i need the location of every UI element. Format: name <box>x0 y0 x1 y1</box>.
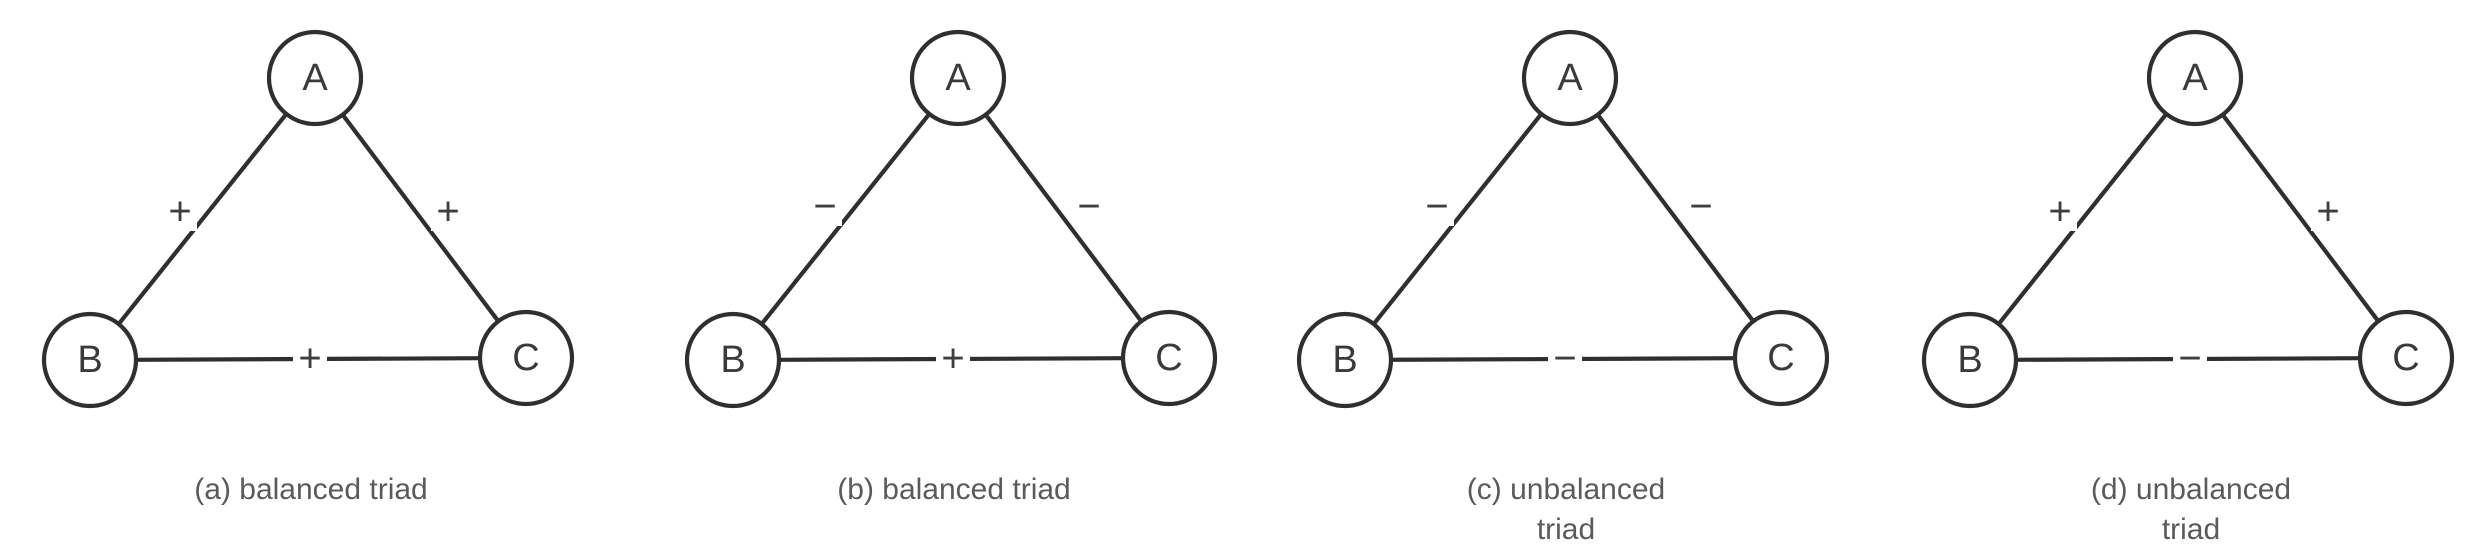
edge-line <box>1996 111 2169 327</box>
edge-sign-backdrop <box>1420 190 1454 226</box>
edge-sign-label: + <box>436 190 459 234</box>
edge-sign-backdrop <box>431 195 465 231</box>
triad-panel-b: − − + A B C (b) balanced triad <box>643 0 1265 560</box>
node-circle[interactable] <box>266 29 364 127</box>
node-b[interactable]: B <box>1296 311 1394 409</box>
node-label: C <box>1155 337 1182 379</box>
node-label: B <box>720 339 745 381</box>
node-label: A <box>2182 57 2208 99</box>
triad-panel-c: − − − A B C (c) unbalanced triad <box>1255 0 1877 560</box>
triad-graph-b: − − + A B C <box>684 29 1218 409</box>
edge-b-c: + <box>777 337 1125 381</box>
edge-sign-backdrop <box>2173 342 2207 378</box>
node-circle[interactable] <box>1732 309 1830 407</box>
triad-panel-d: + + − A B C (d) unbalanced triad <box>1880 0 2488 560</box>
triad-panel-a: + + + A B C (a) balanced triad <box>0 0 622 560</box>
edge-sign-label: − <box>1553 337 1576 381</box>
panel-caption-b: (b) balanced triad <box>837 473 1071 506</box>
edge-sign-backdrop <box>808 190 842 226</box>
node-circle[interactable] <box>684 311 782 409</box>
edge-sign-label: + <box>2048 190 2071 234</box>
node-circle[interactable] <box>477 309 575 407</box>
node-label: A <box>945 57 971 99</box>
node-label: A <box>1557 57 1583 99</box>
node-b[interactable]: B <box>41 311 139 409</box>
edge-a-b: − <box>1371 111 1544 327</box>
edge-sign-label: + <box>168 190 191 234</box>
edge-sign-backdrop <box>2311 195 2345 231</box>
node-label: C <box>1767 337 1794 379</box>
panel-caption-c: (c) unbalanced triad <box>1466 473 1666 546</box>
panel-caption-d: (d) unbalanced triad <box>2090 473 2292 546</box>
edge-a-c: − <box>1595 112 1756 324</box>
panel-caption-a: (a) balanced triad <box>194 473 428 506</box>
edge-sign-backdrop <box>1072 190 1106 226</box>
triad-graph-a: + + + A B C <box>41 29 575 409</box>
edge-line <box>116 111 289 327</box>
edge-sign-label: − <box>1689 185 1712 229</box>
edge-b-c: + <box>134 337 482 381</box>
edge-a-c: + <box>340 112 501 324</box>
edge-sign-backdrop <box>1684 190 1718 226</box>
edge-line <box>2220 112 2381 324</box>
edge-sign-backdrop <box>2043 195 2077 231</box>
edge-a-c: − <box>983 112 1144 324</box>
edge-sign-label: + <box>941 337 964 381</box>
triad-graph-c: − − − A B C <box>1296 29 1830 409</box>
edge-sign-label: − <box>1077 185 1100 229</box>
edge-line <box>1371 111 1544 327</box>
edge-sign-label: − <box>1425 185 1448 229</box>
node-b[interactable]: B <box>684 311 782 409</box>
node-a[interactable]: A <box>266 29 364 127</box>
edge-a-c: + <box>2220 112 2381 324</box>
edge-b-c: − <box>1389 337 1737 381</box>
edge-a-b: + <box>1996 111 2169 327</box>
edge-sign-label: + <box>2316 190 2339 234</box>
node-circle[interactable] <box>1120 309 1218 407</box>
edge-line <box>759 111 932 327</box>
edge-sign-backdrop <box>163 195 197 231</box>
edge-sign-backdrop <box>936 342 970 378</box>
node-label: B <box>77 339 102 381</box>
node-a[interactable]: A <box>909 29 1007 127</box>
node-circle[interactable] <box>1521 29 1619 127</box>
node-a[interactable]: A <box>2146 29 2244 127</box>
node-a[interactable]: A <box>1521 29 1619 127</box>
edge-sign-label: − <box>2178 337 2201 381</box>
node-circle[interactable] <box>1296 311 1394 409</box>
node-label: B <box>1957 339 1982 381</box>
edge-sign-label: + <box>298 337 321 381</box>
edge-sign-backdrop <box>1548 342 1582 378</box>
node-b[interactable]: B <box>1921 311 2019 409</box>
edge-sign-label: − <box>813 185 836 229</box>
node-circle[interactable] <box>909 29 1007 127</box>
node-c[interactable]: C <box>477 309 575 407</box>
edge-line <box>340 112 501 324</box>
node-label: B <box>1332 339 1357 381</box>
edge-a-b: + <box>116 111 289 327</box>
node-label: C <box>2392 337 2419 379</box>
node-circle[interactable] <box>2146 29 2244 127</box>
node-label: C <box>512 337 539 379</box>
node-circle[interactable] <box>2357 309 2455 407</box>
node-label: A <box>302 57 328 99</box>
node-c[interactable]: C <box>2357 309 2455 407</box>
node-c[interactable]: C <box>1732 309 1830 407</box>
edge-b-c: − <box>2014 337 2362 381</box>
node-circle[interactable] <box>41 311 139 409</box>
node-circle[interactable] <box>1921 311 2019 409</box>
triad-graph-d: + + − A B C <box>1921 29 2455 409</box>
edge-a-b: − <box>759 111 932 327</box>
edge-sign-backdrop <box>293 342 327 378</box>
edge-line <box>983 112 1144 324</box>
node-c[interactable]: C <box>1120 309 1218 407</box>
edge-line <box>1595 112 1756 324</box>
